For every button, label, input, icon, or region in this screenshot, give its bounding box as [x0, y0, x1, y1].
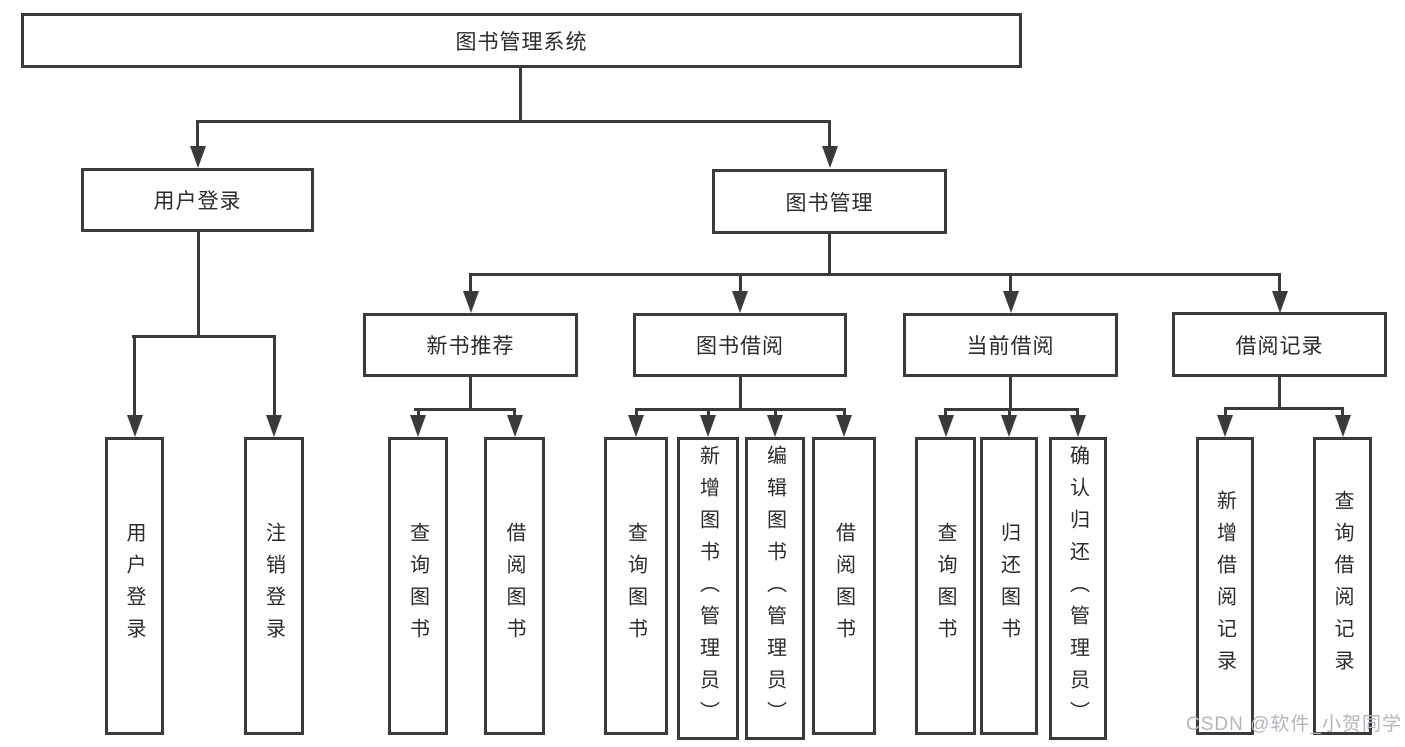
edge-line	[133, 335, 136, 417]
arrowhead-down-icon	[410, 415, 426, 437]
edge-line	[828, 232, 831, 276]
leaf-query-books-recommend: 查询图书	[388, 437, 448, 735]
arrowhead-down-icon	[1217, 415, 1233, 437]
leaf-query-books-current: 查询图书	[915, 437, 976, 735]
leaf-query-borrow-record: 查询借阅记录	[1313, 437, 1372, 735]
edge-line	[132, 335, 275, 338]
edge-line	[469, 273, 1281, 276]
edge-line	[707, 408, 710, 420]
edge-line	[196, 120, 199, 148]
node-borrow-records-label: 借阅记录	[1235, 334, 1324, 358]
edge-line	[739, 273, 742, 293]
arrowhead-down-icon	[507, 415, 523, 437]
arrowhead-down-icon	[190, 146, 206, 168]
arrowhead-down-icon	[732, 291, 748, 313]
arrowhead-down-icon	[463, 291, 479, 313]
leaf-return-books: 归还图书	[980, 437, 1038, 735]
node-book-management: 图书管理	[712, 169, 947, 234]
leaf-borrow-books-recommend: 借阅图书	[484, 437, 545, 735]
edge-line	[1076, 408, 1079, 420]
edge-line	[774, 408, 777, 420]
edge-line	[417, 408, 420, 420]
node-new-book-recommend: 新书推荐	[363, 313, 578, 377]
node-root-label: 图书管理系统	[455, 30, 588, 54]
edge-line	[1278, 374, 1281, 409]
arrowhead-down-icon	[1335, 415, 1351, 437]
arrowhead-down-icon	[127, 415, 143, 437]
node-borrow-records: 借阅记录	[1172, 312, 1387, 377]
edge-line	[1278, 273, 1281, 293]
leaf-confirm-return-admin: 确认归还（管理员）	[1049, 437, 1107, 740]
edge-line	[635, 408, 845, 411]
edge-line	[635, 408, 638, 420]
edge-line	[519, 66, 522, 122]
edge-line	[273, 335, 276, 417]
leaf-borrow-books: 借阅图书	[812, 437, 876, 735]
edge-line	[843, 408, 846, 420]
arrowhead-down-icon	[767, 415, 783, 437]
arrowhead-down-icon	[1003, 291, 1019, 313]
edge-line	[944, 408, 1079, 411]
leaf-edit-books-admin: 编辑图书（管理员）	[745, 437, 805, 740]
node-user-login: 用户登录	[81, 168, 314, 232]
arrowhead-down-icon	[1272, 291, 1288, 313]
arrowhead-down-icon	[938, 415, 954, 437]
edge-line	[1224, 407, 1344, 410]
leaf-logout: 注销登录	[244, 437, 304, 735]
node-book-management-label: 图书管理	[785, 191, 874, 215]
node-new-book-recommend-label: 新书推荐	[426, 335, 515, 358]
node-book-borrow: 图书借阅	[633, 313, 847, 377]
arrowhead-down-icon	[628, 415, 644, 437]
edge-line	[944, 408, 947, 420]
edge-line	[469, 375, 472, 410]
edge-line	[1224, 407, 1227, 420]
leaf-query-books-borrow: 查询图书	[604, 437, 668, 735]
arrowhead-down-icon	[822, 146, 838, 168]
leaf-add-borrow-record: 新增借阅记录	[1196, 437, 1254, 735]
node-book-borrow-label: 图书借阅	[696, 335, 784, 358]
edge-line	[197, 120, 831, 123]
leaf-user-login: 用户登录	[105, 437, 164, 735]
arrowhead-down-icon	[700, 415, 716, 437]
edge-line	[513, 408, 516, 420]
edge-line	[1009, 375, 1012, 410]
edge-line	[1009, 273, 1012, 293]
arrowhead-down-icon	[836, 415, 852, 437]
node-current-borrow-label: 当前借阅	[966, 335, 1055, 358]
edge-line	[197, 230, 200, 337]
csdn-watermark: CSDN @软件_小贺同学	[1186, 714, 1402, 735]
edge-line	[828, 120, 831, 148]
edge-line	[1341, 407, 1344, 420]
node-current-borrow: 当前借阅	[903, 313, 1118, 377]
edge-line	[414, 408, 516, 411]
edge-line	[739, 375, 742, 410]
edge-line	[1008, 408, 1011, 420]
arrowhead-down-icon	[266, 415, 282, 437]
node-user-login-label: 用户登录	[153, 190, 242, 213]
arrowhead-down-icon	[1070, 415, 1086, 437]
edge-line	[469, 273, 472, 293]
arrowhead-down-icon	[1001, 415, 1017, 437]
node-root: 图书管理系统	[21, 13, 1022, 68]
leaf-add-books-admin: 新增图书（管理员）	[677, 437, 739, 740]
